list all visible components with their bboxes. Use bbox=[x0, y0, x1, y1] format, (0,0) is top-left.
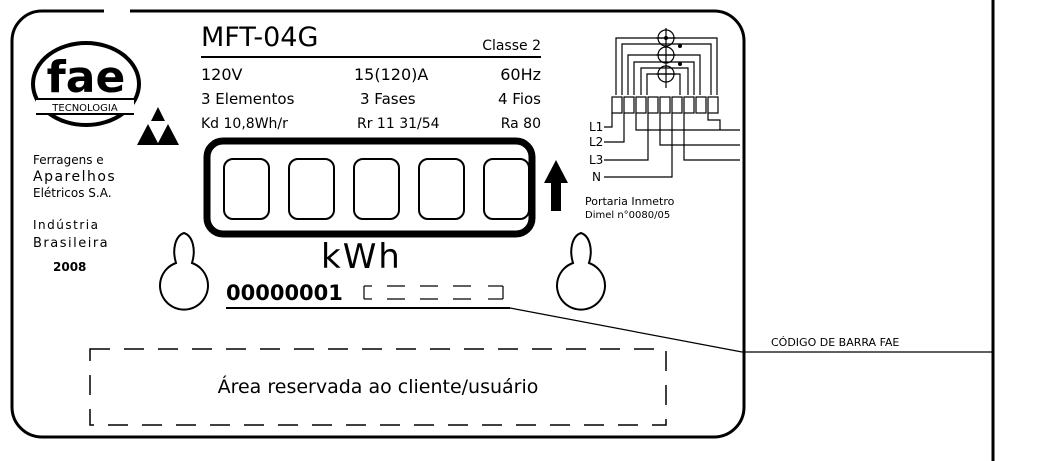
spec-kd: Kd 10,8Wh/r bbox=[201, 116, 288, 132]
model-label: MFT-04G bbox=[201, 22, 318, 53]
logo-text: fae bbox=[47, 52, 126, 103]
unit-label: kWh bbox=[321, 237, 402, 277]
manufacturer-line1: Ferragens e bbox=[33, 153, 104, 167]
manufacturer-line4: Indústria bbox=[33, 218, 99, 232]
manufacturer-line2: Aparelhos bbox=[33, 169, 116, 185]
callout-label: CÓDIGO DE BARRA FAE bbox=[771, 336, 899, 349]
wiring-line-labels: L1 L2 L3 N bbox=[589, 120, 603, 184]
register-digit-2 bbox=[288, 158, 335, 220]
nameplate-border bbox=[10, 9, 746, 439]
register-display bbox=[203, 137, 536, 238]
spec-elements: 3 Elementos bbox=[201, 90, 295, 108]
manufacturer-year: 2008 bbox=[53, 260, 86, 274]
wiring-label-l2: L2 bbox=[589, 135, 603, 149]
spec-ra: Ra 80 bbox=[501, 116, 541, 132]
manufacturer-block: Ferragens e Aparelhos Elétricos S.A. Ind… bbox=[33, 153, 116, 274]
wiring-diagram bbox=[604, 28, 740, 178]
brand-triangles-icon bbox=[137, 107, 179, 145]
manufacturer-line3: Elétricos S.A. bbox=[33, 186, 112, 200]
spec-voltage: 120V bbox=[201, 65, 243, 84]
wiring-dots bbox=[664, 36, 682, 66]
reserved-area-label: Área reservada ao cliente/usuário bbox=[218, 375, 539, 398]
wiring-label-n: N bbox=[592, 170, 601, 184]
wiring-label-l1: L1 bbox=[589, 120, 603, 134]
register-digit-1 bbox=[223, 158, 270, 220]
class-label: Classe 2 bbox=[482, 38, 541, 54]
arrow-up-icon bbox=[544, 160, 568, 211]
register-digit-4 bbox=[418, 158, 465, 220]
register-digit-5 bbox=[483, 158, 530, 220]
callout-leader bbox=[509, 307, 743, 353]
spec-frequency: 60Hz bbox=[500, 65, 541, 84]
manufacturer-line5: Brasileira bbox=[33, 236, 109, 251]
register-digit-3 bbox=[353, 158, 400, 220]
logo-subtitle: TECNOLOGIA bbox=[51, 103, 118, 114]
spec-rr: Rr 11 31/54 bbox=[357, 116, 440, 132]
portaria-line2: Dimel n°0080/05 bbox=[585, 210, 670, 221]
spec-wires: 4 Fios bbox=[498, 90, 541, 108]
spec-block: MFT-04G Classe 2 120V 15(120)A 60Hz 3 El… bbox=[201, 22, 541, 132]
reserved-area-box bbox=[89, 348, 667, 426]
mounting-keyhole-left bbox=[159, 231, 209, 311]
barcode-placeholder bbox=[363, 285, 504, 300]
wiring-label-l3: L3 bbox=[589, 153, 603, 167]
spec-phases: 3 Fases bbox=[360, 90, 416, 108]
fae-logo: fae TECNOLOGIA bbox=[31, 41, 141, 127]
spec-current: 15(120)A bbox=[354, 65, 428, 84]
serial-number: 00000001 bbox=[226, 281, 343, 305]
portaria-line1: Portaria Inmetro bbox=[585, 195, 675, 208]
mounting-keyhole-right bbox=[556, 231, 606, 311]
